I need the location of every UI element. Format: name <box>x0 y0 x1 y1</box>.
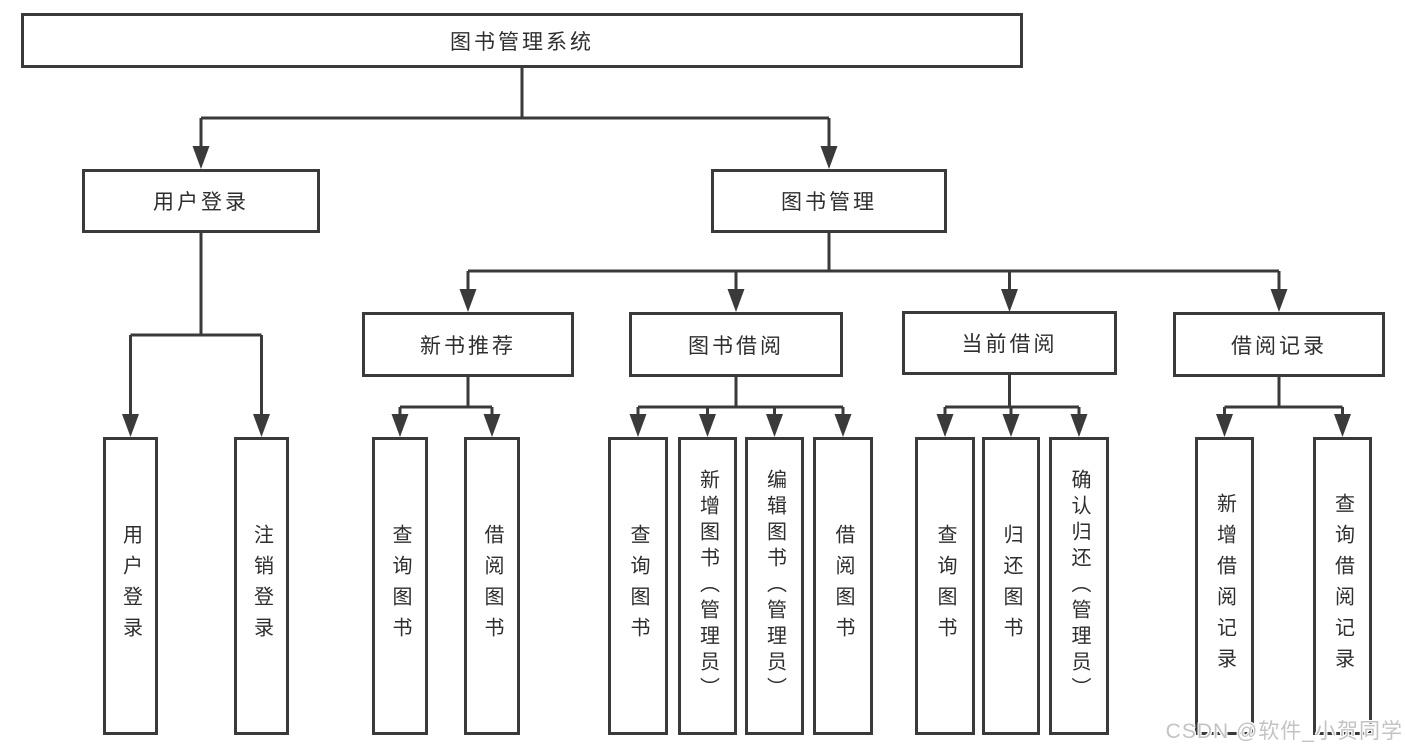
node-label: 借阅图书 <box>832 524 854 648</box>
leaf-borrow-add-books-admin: 新增图书（管理员） <box>678 437 737 735</box>
leaf-current-confirm-return-admin: 确认归还（管理员） <box>1049 437 1109 735</box>
node-label: 用户登录 <box>153 191 249 214</box>
leaf-records-add-record: 新增借阅记录 <box>1195 437 1254 735</box>
node-label: 查询图书 <box>389 524 411 648</box>
node-borrow-records: 借阅记录 <box>1173 312 1385 377</box>
node-label: 图书管理系统 <box>450 30 594 54</box>
node-current-borrow: 当前借阅 <box>902 311 1117 375</box>
node-label: 新书推荐 <box>420 334 516 358</box>
leaf-records-query-record: 查询借阅记录 <box>1313 437 1372 735</box>
node-label: 编辑图书（管理员） <box>763 469 786 703</box>
node-new-book-recommend: 新书推荐 <box>362 312 574 377</box>
node-label: 确认归还（管理员） <box>1068 469 1090 703</box>
node-label: 注销登录 <box>250 524 273 648</box>
node-user-login: 用户登录 <box>82 169 320 233</box>
node-label: 查询图书 <box>934 524 956 648</box>
node-label: 查询借阅记录 <box>1331 493 1354 679</box>
leaf-user-login: 用户登录 <box>103 437 158 735</box>
node-label: 查询图书 <box>627 524 649 648</box>
node-label: 新增图书（管理员） <box>696 469 719 703</box>
node-book-borrow: 图书借阅 <box>629 312 843 377</box>
node-label: 借阅图书 <box>481 524 503 648</box>
leaf-borrow-edit-books-admin: 编辑图书（管理员） <box>745 437 804 735</box>
leaf-borrow-query-books: 查询图书 <box>608 437 668 735</box>
leaf-recommend-borrow-books: 借阅图书 <box>464 437 520 735</box>
leaf-recommend-query-books: 查询图书 <box>372 437 428 735</box>
leaf-current-query-books: 查询图书 <box>915 437 975 735</box>
leaf-current-return-books: 归还图书 <box>982 437 1040 735</box>
watermark: CSDN @软件_小贺同学 <box>1165 720 1403 743</box>
node-label: 图书借阅 <box>688 334 784 358</box>
node-label: 用户登录 <box>119 524 142 648</box>
node-label: 图书管理 <box>781 191 877 214</box>
connector-lines <box>129 68 1344 415</box>
node-label: 当前借阅 <box>961 333 1058 356</box>
leaf-borrow-borrow-books: 借阅图书 <box>813 437 873 735</box>
node-label: 归还图书 <box>1000 524 1022 648</box>
node-library-system: 图书管理系统 <box>21 13 1023 68</box>
node-book-management: 图书管理 <box>711 169 947 233</box>
arrowheads <box>122 146 1351 437</box>
node-label: 新增借阅记录 <box>1213 493 1236 679</box>
leaf-logout-login: 注销登录 <box>234 437 289 735</box>
node-label: 借阅记录 <box>1231 334 1327 358</box>
